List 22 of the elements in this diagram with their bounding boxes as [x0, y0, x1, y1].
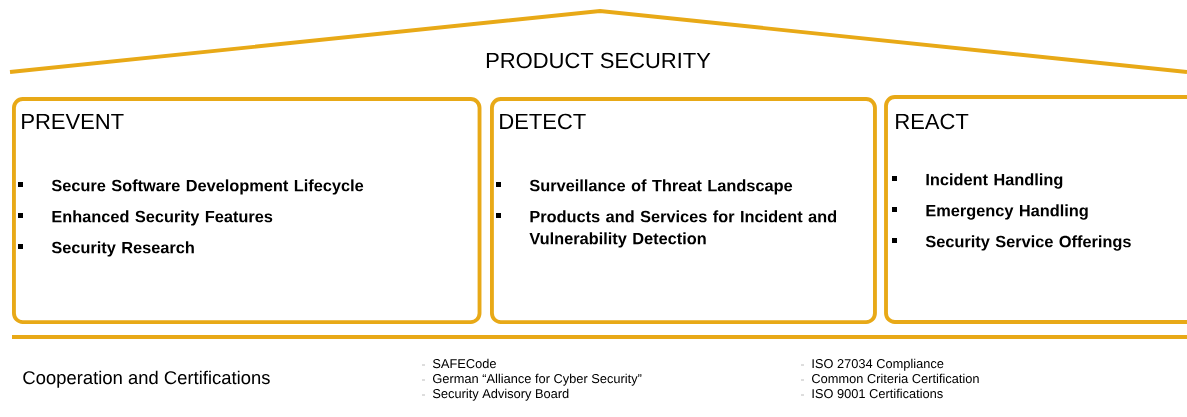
box-heading: REACT — [896, 113, 969, 130]
category-box — [884, 95, 1187, 324]
bullet-item: Secure Software Development Lifecycle — [51, 179, 364, 195]
bullet-item: Surveillance of Threat Landscape — [529, 179, 793, 195]
list-item: German “Alliance for Cyber Security” — [433, 373, 642, 386]
bullet-item: Products and Services for Incident and Vulnerability Detection — [529, 210, 837, 248]
category-box — [12, 97, 482, 324]
bullet-item: Emergency Handling — [926, 204, 1088, 220]
list-item: ISO 27034 Compliance — [812, 358, 944, 371]
bullet-item: Security Service Offerings — [925, 235, 1131, 251]
category-box — [490, 97, 877, 324]
box-heading: DETECT — [500, 113, 586, 130]
bullet-item: Enhanced Security Features — [52, 210, 273, 226]
title: PRODUCT SECURITY — [486, 52, 711, 69]
section-label: Cooperation and Certifications — [23, 370, 270, 388]
bullet-item: Security Research — [51, 241, 194, 257]
list-item: Security Advisory Board — [432, 388, 569, 401]
list-item: ISO 9001 Certifications — [812, 388, 943, 399]
bullet-item: Incident Handling — [926, 173, 1063, 189]
box-heading: PREVENT — [22, 113, 124, 129]
list-item: SAFECode — [432, 358, 496, 369]
list-item: Common Criteria Certification — [812, 373, 979, 384]
